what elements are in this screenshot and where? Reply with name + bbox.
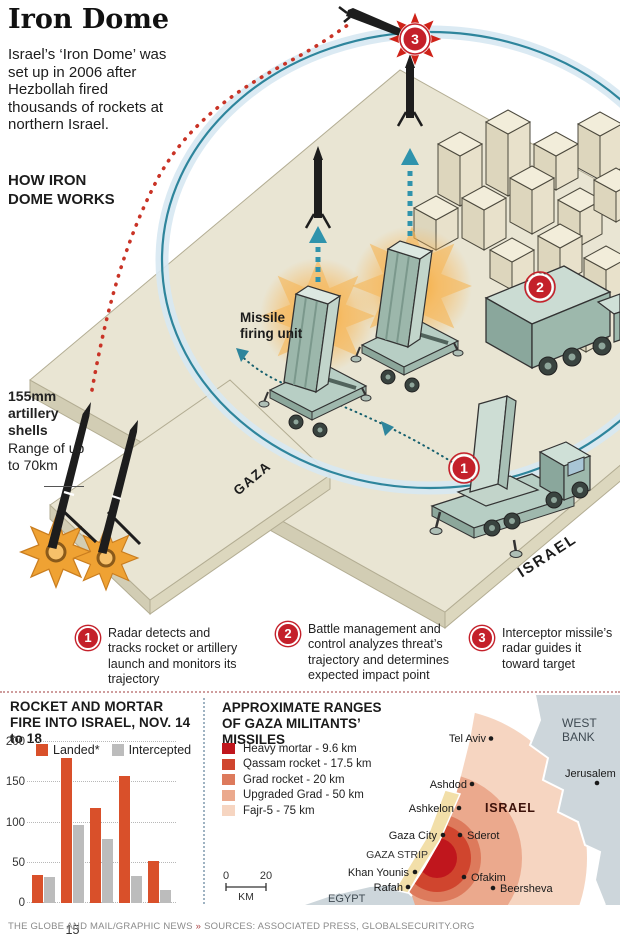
up-arrow-icon (401, 148, 419, 165)
vertical-divider (203, 698, 205, 904)
range-map: 0 20 KM WEST BANK EGYPT ISRAEL GAZA STRI… (223, 694, 620, 906)
gaza-rockets (20, 402, 142, 591)
step-2: 2 Battle management and control analyzes… (276, 622, 466, 683)
artillery-label: 155mm artillery shells Range of up to 70… (8, 388, 86, 474)
radar-unit (429, 395, 592, 558)
interceptor-left (304, 146, 332, 282)
svg-text:Tel Aviv: Tel Aviv (449, 733, 487, 745)
gaza-strip-shape (393, 789, 462, 894)
bar-chart-legend: Landed*Intercepted (36, 743, 191, 757)
svg-text:Jerusalem: Jerusalem (565, 768, 616, 780)
svg-text:KM: KM (238, 891, 254, 903)
artillery-label-range: Range of up to 70km (8, 440, 85, 474)
svg-text:Rafah: Rafah (374, 882, 403, 894)
map-israel-label: ISRAEL (485, 801, 536, 815)
step-3-text: Interceptor missile’s radar guides it to… (502, 626, 613, 671)
step-1-badge: 1 (76, 626, 100, 650)
iron-dome-diagram: 1 2 3 GAZA ISRAEL (20, 6, 620, 630)
step-3: 3 Interceptor missile’s radar guides it … (470, 626, 620, 672)
diagram-badge-3: 3 (399, 23, 431, 55)
gaza-strip-label: GAZA STRIP (366, 849, 428, 861)
diagram-badge-1: 1 (448, 452, 480, 484)
map-title: APPROXIMATE RANGES OF GAZA MILITANTS’ MI… (222, 700, 382, 747)
svg-text:1: 1 (460, 460, 468, 476)
interceptor-right (396, 54, 424, 236)
tracking-arrow-icon (381, 421, 394, 436)
footer-credit: THE GLOBE AND MAIL/GRAPHIC NEWS»SOURCES:… (8, 921, 475, 932)
diagram-badge-2: 2 (524, 271, 556, 303)
bar-chart-title: ROCKET AND MORTAR FIRE INTO ISRAEL, NOV.… (10, 699, 191, 746)
page-title: Iron Dome (8, 4, 170, 35)
svg-text:Ashkelon: Ashkelon (409, 803, 454, 815)
map-panel: 0 20 KM WEST BANK EGYPT ISRAEL GAZA STRI… (210, 694, 620, 906)
horizontal-divider (0, 691, 620, 693)
west-bank-label: WEST (562, 716, 597, 730)
battle-management-truck (484, 265, 620, 376)
artillery-label-bold: 155mm artillery shells (8, 388, 59, 438)
west-bank-region (528, 694, 620, 906)
svg-text:20: 20 (260, 870, 272, 882)
section-label: HOW IRON DOME WORKS (8, 172, 115, 208)
svg-text:3: 3 (411, 31, 419, 47)
svg-text:Ashdod: Ashdod (430, 779, 467, 791)
artillery-pointer-line (44, 486, 84, 487)
missile-firing-unit-label-line1: Missile (240, 310, 286, 325)
bar-chart-panel: ROCKET AND MORTAR FIRE INTO ISRAEL, NOV.… (6, 697, 200, 937)
west-bank-label: BANK (562, 730, 595, 744)
svg-text:Sderot: Sderot (467, 830, 499, 842)
city-labels: Tel Aviv Ashdod Ashkelon Gaza City Sdero… (348, 733, 616, 895)
step-3-badge: 3 (470, 626, 494, 650)
svg-text:Beersheva: Beersheva (500, 883, 553, 895)
incoming-rocket (338, 6, 408, 37)
map-scale: 0 20 KM (223, 870, 272, 903)
footer-sources-text: SOURCES: ASSOCIATED PRESS, GLOBALSECURIT… (204, 921, 475, 932)
up-arrow-icon (309, 226, 327, 243)
dome-arc (155, 25, 620, 495)
intro-text: Israel’s ‘Iron Dome’ was set up in 2006 … (8, 46, 167, 134)
footer-credit-text: THE GLOBE AND MAIL/GRAPHIC NEWS (8, 921, 193, 932)
svg-text:0: 0 (223, 870, 229, 882)
step-1-text: Radar detects and tracks rocket or artil… (108, 626, 238, 686)
tracking-arrow-icon (236, 348, 249, 362)
missile-firing-unit-label-line2: firing unit (240, 325, 303, 341)
egypt-label: EGYPT (328, 893, 366, 905)
bar-chart-plot: 050100150200Nov. 1415161718 (6, 736, 176, 937)
svg-text:Ofakim: Ofakim (471, 872, 506, 884)
svg-text:Khan Younis: Khan Younis (348, 867, 410, 879)
step-2-text: Battle management and control analyzes t… (308, 622, 450, 682)
footer-separator: » (195, 921, 202, 932)
step-2-badge: 2 (276, 622, 300, 646)
step-1: 1 Radar detects and tracks rocket or art… (76, 626, 244, 687)
svg-text:Gaza City: Gaza City (389, 830, 438, 842)
missile-firing-unit-label: Missile firing unit (240, 310, 312, 341)
svg-text:2: 2 (536, 279, 544, 295)
